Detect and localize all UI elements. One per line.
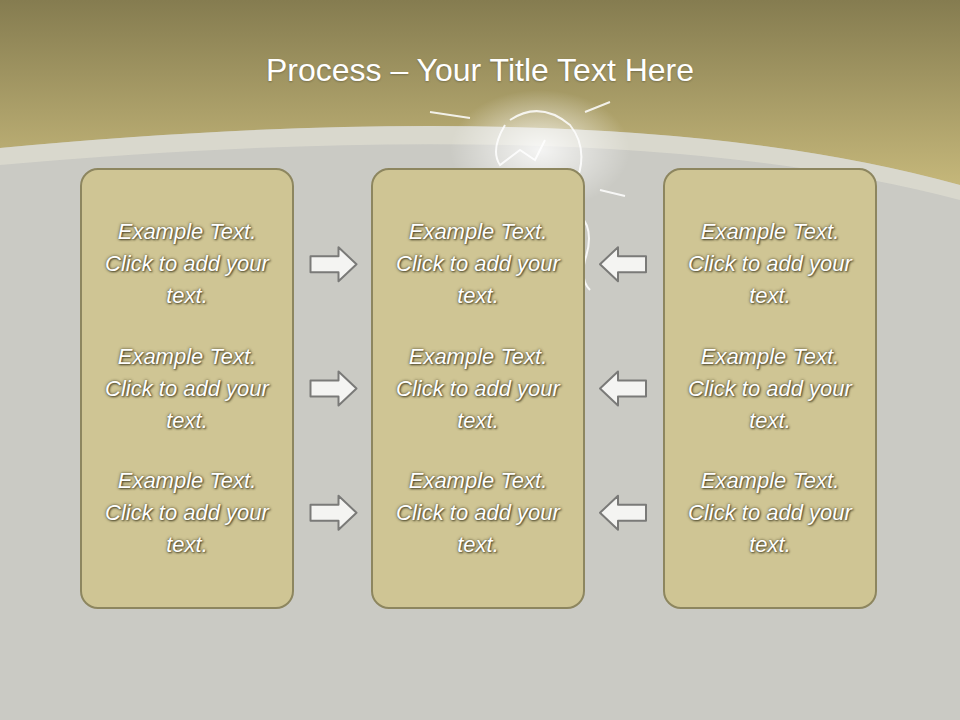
- slide-title: Process – Your Title Text Here: [0, 52, 960, 89]
- example-text: Example Text. Click to add your text.: [102, 216, 272, 312]
- example-text: Example Text. Click to add your text.: [393, 341, 563, 437]
- example-text: Example Text. Click to add your text.: [102, 341, 272, 437]
- block-arrow: [311, 496, 357, 530]
- example-text: Example Text. Click to add your text.: [102, 465, 272, 561]
- example-text: Example Text. Click to add your text.: [393, 465, 563, 561]
- example-text: Example Text. Click to add your text.: [685, 216, 855, 312]
- block-arrow: [311, 372, 357, 406]
- example-text: Example Text. Click to add your text.: [393, 216, 563, 312]
- process-column: Example Text. Click to add your text. Exa…: [663, 168, 877, 609]
- block-arrow: [600, 372, 646, 406]
- process-column: Example Text. Click to add your text. Exa…: [371, 168, 585, 609]
- example-text: Example Text. Click to add your text.: [685, 341, 855, 437]
- block-arrow: [311, 247, 357, 281]
- process-column: Example Text. Click to add your text. Exa…: [80, 168, 294, 609]
- example-text: Example Text. Click to add your text.: [685, 465, 855, 561]
- block-arrow: [600, 496, 646, 530]
- block-arrow: [600, 247, 646, 281]
